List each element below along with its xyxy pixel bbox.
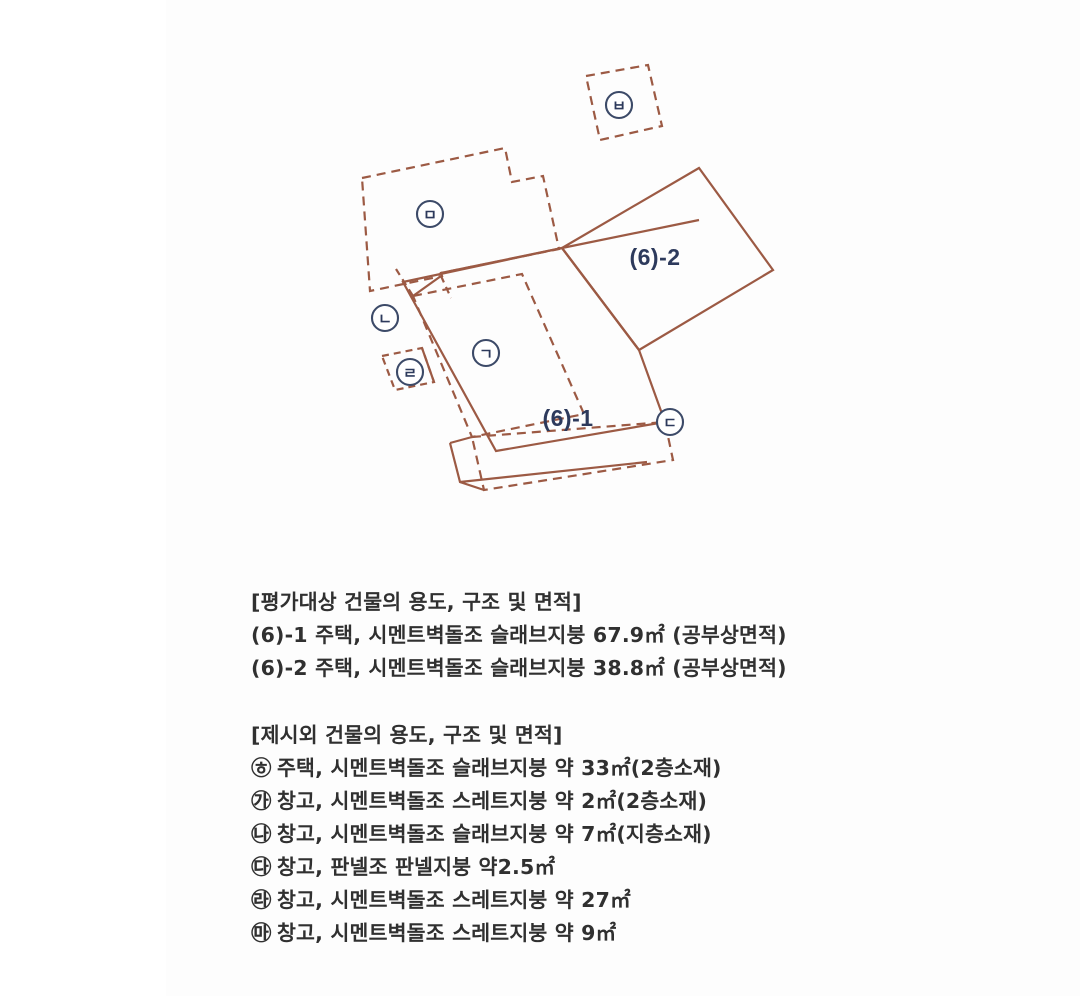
- marker-da: ㄷ: [655, 407, 685, 437]
- legend-item: ㉮ 창고, 시멘트벽돌조 스레트지붕 약 2㎡(2층소재): [251, 785, 951, 818]
- plot-label-6-2: (6)-2: [629, 244, 680, 270]
- legend-item-text: (6)-2 주택, 시멘트벽돌조 슬래브지붕 38.8㎡ (공부상면적): [251, 656, 787, 680]
- legend-block-unregistered: [제시외 건물의 용도, 구조 및 면적] ㉭ 주택, 시멘트벽돌조 슬래브지붕…: [251, 719, 951, 950]
- plot-label-6-1: (6)-1: [542, 405, 593, 431]
- outline-partition-strip-3: [439, 275, 453, 299]
- legend-item-text: 주택, 시멘트벽돌조 슬래브지붕 약 33㎡(2층소재): [277, 756, 722, 780]
- legend-bullet-da: ㉯: [251, 822, 272, 846]
- legend-item-text: 창고, 시멘트벽돌조 스레트지붕 약 9㎡: [277, 921, 617, 945]
- page-content-area: [166, 0, 1080, 996]
- site-plan-diagram: (6)-1 (6)-2 ㄱ ㄴ ㄷ ㄹ ㅁ: [300, 30, 780, 530]
- marker-ma-glyph: ㅁ: [423, 206, 437, 224]
- legend-item: ㉰ 창고, 판넬조 판넬지붕 약2.5㎡: [251, 851, 951, 884]
- outline-building-da-solid-left: [448, 442, 485, 492]
- outline-building-ba: [584, 63, 664, 142]
- legend-item-text: 창고, 판넬조 판넬지붕 약2.5㎡: [277, 855, 556, 879]
- outline-building-da: [470, 420, 675, 492]
- legend-item-text: 창고, 시멘트벽돌조 슬래브지붕 약 7㎡(지층소재): [277, 822, 712, 846]
- legend-item: ㉯ 창고, 시멘트벽돌조 슬래브지붕 약 7㎡(지층소재): [251, 818, 951, 851]
- marker-ba: ㅂ: [604, 90, 634, 120]
- marker-na-glyph: ㄴ: [378, 310, 392, 328]
- marker-da-glyph: ㄷ: [663, 414, 677, 432]
- legend-item-text: 창고, 시멘트벽돌조 스레트지붕 약 2㎡(2층소재): [277, 789, 708, 813]
- legend-heading-appraisal: [평가대상 건물의 용도, 구조 및 면적]: [251, 590, 582, 614]
- legend-heading-unregistered: [제시외 건물의 용도, 구조 및 면적]: [251, 723, 563, 747]
- marker-ra-glyph: ㄹ: [403, 364, 417, 382]
- legend: [평가대상 건물의 용도, 구조 및 면적] (6)-1 주택, 시멘트벽돌조 …: [251, 586, 951, 950]
- legend-item: ㉲ 창고, 시멘트벽돌조 스레트지붕 약 9㎡: [251, 917, 951, 950]
- legend-bullet-ra: ㉰: [251, 855, 272, 879]
- marker-ma: ㅁ: [415, 199, 445, 229]
- outline-partition-strip-2: [412, 275, 442, 297]
- legend-bullet-ga: ㉭: [251, 756, 272, 780]
- marker-ra: ㄹ: [395, 357, 425, 387]
- legend-item: (6)-2 주택, 시멘트벽돌조 슬래브지붕 38.8㎡ (공부상면적): [251, 652, 951, 685]
- legend-bullet-na: ㉮: [251, 789, 272, 813]
- legend-bullet-ba: ㉲: [251, 921, 272, 945]
- legend-block-appraisal: [평가대상 건물의 용도, 구조 및 면적] (6)-1 주택, 시멘트벽돌조 …: [251, 586, 951, 685]
- marker-ba-glyph: ㅂ: [612, 97, 626, 115]
- marker-na: ㄴ: [370, 303, 400, 333]
- marker-ga-glyph: ㄱ: [479, 345, 493, 363]
- legend-item: ㉱ 창고, 시멘트벽돌조 스레트지붕 약 27㎡: [251, 884, 951, 917]
- outline-building-da-solid-inner: [459, 460, 648, 484]
- legend-item-text: 창고, 시멘트벽돌조 스레트지붕 약 27㎡: [277, 888, 631, 912]
- legend-bullet-ma: ㉱: [251, 888, 272, 912]
- marker-ga: ㄱ: [471, 338, 501, 368]
- outline-plot-6-1: [401, 246, 667, 453]
- outline-partition-strip: [395, 268, 414, 297]
- legend-item: ㉭ 주택, 시멘트벽돌조 슬래브지붕 약 33㎡(2층소재): [251, 752, 951, 785]
- outline-building-da-solid-top: [449, 435, 473, 445]
- legend-item-text: (6)-1 주택, 시멘트벽돌조 슬래브지붕 67.9㎡ (공부상면적): [251, 623, 787, 647]
- outline-building-ra-solid-edge: [420, 347, 436, 383]
- legend-item: (6)-1 주택, 시멘트벽돌조 슬래브지붕 67.9㎡ (공부상면적): [251, 619, 951, 652]
